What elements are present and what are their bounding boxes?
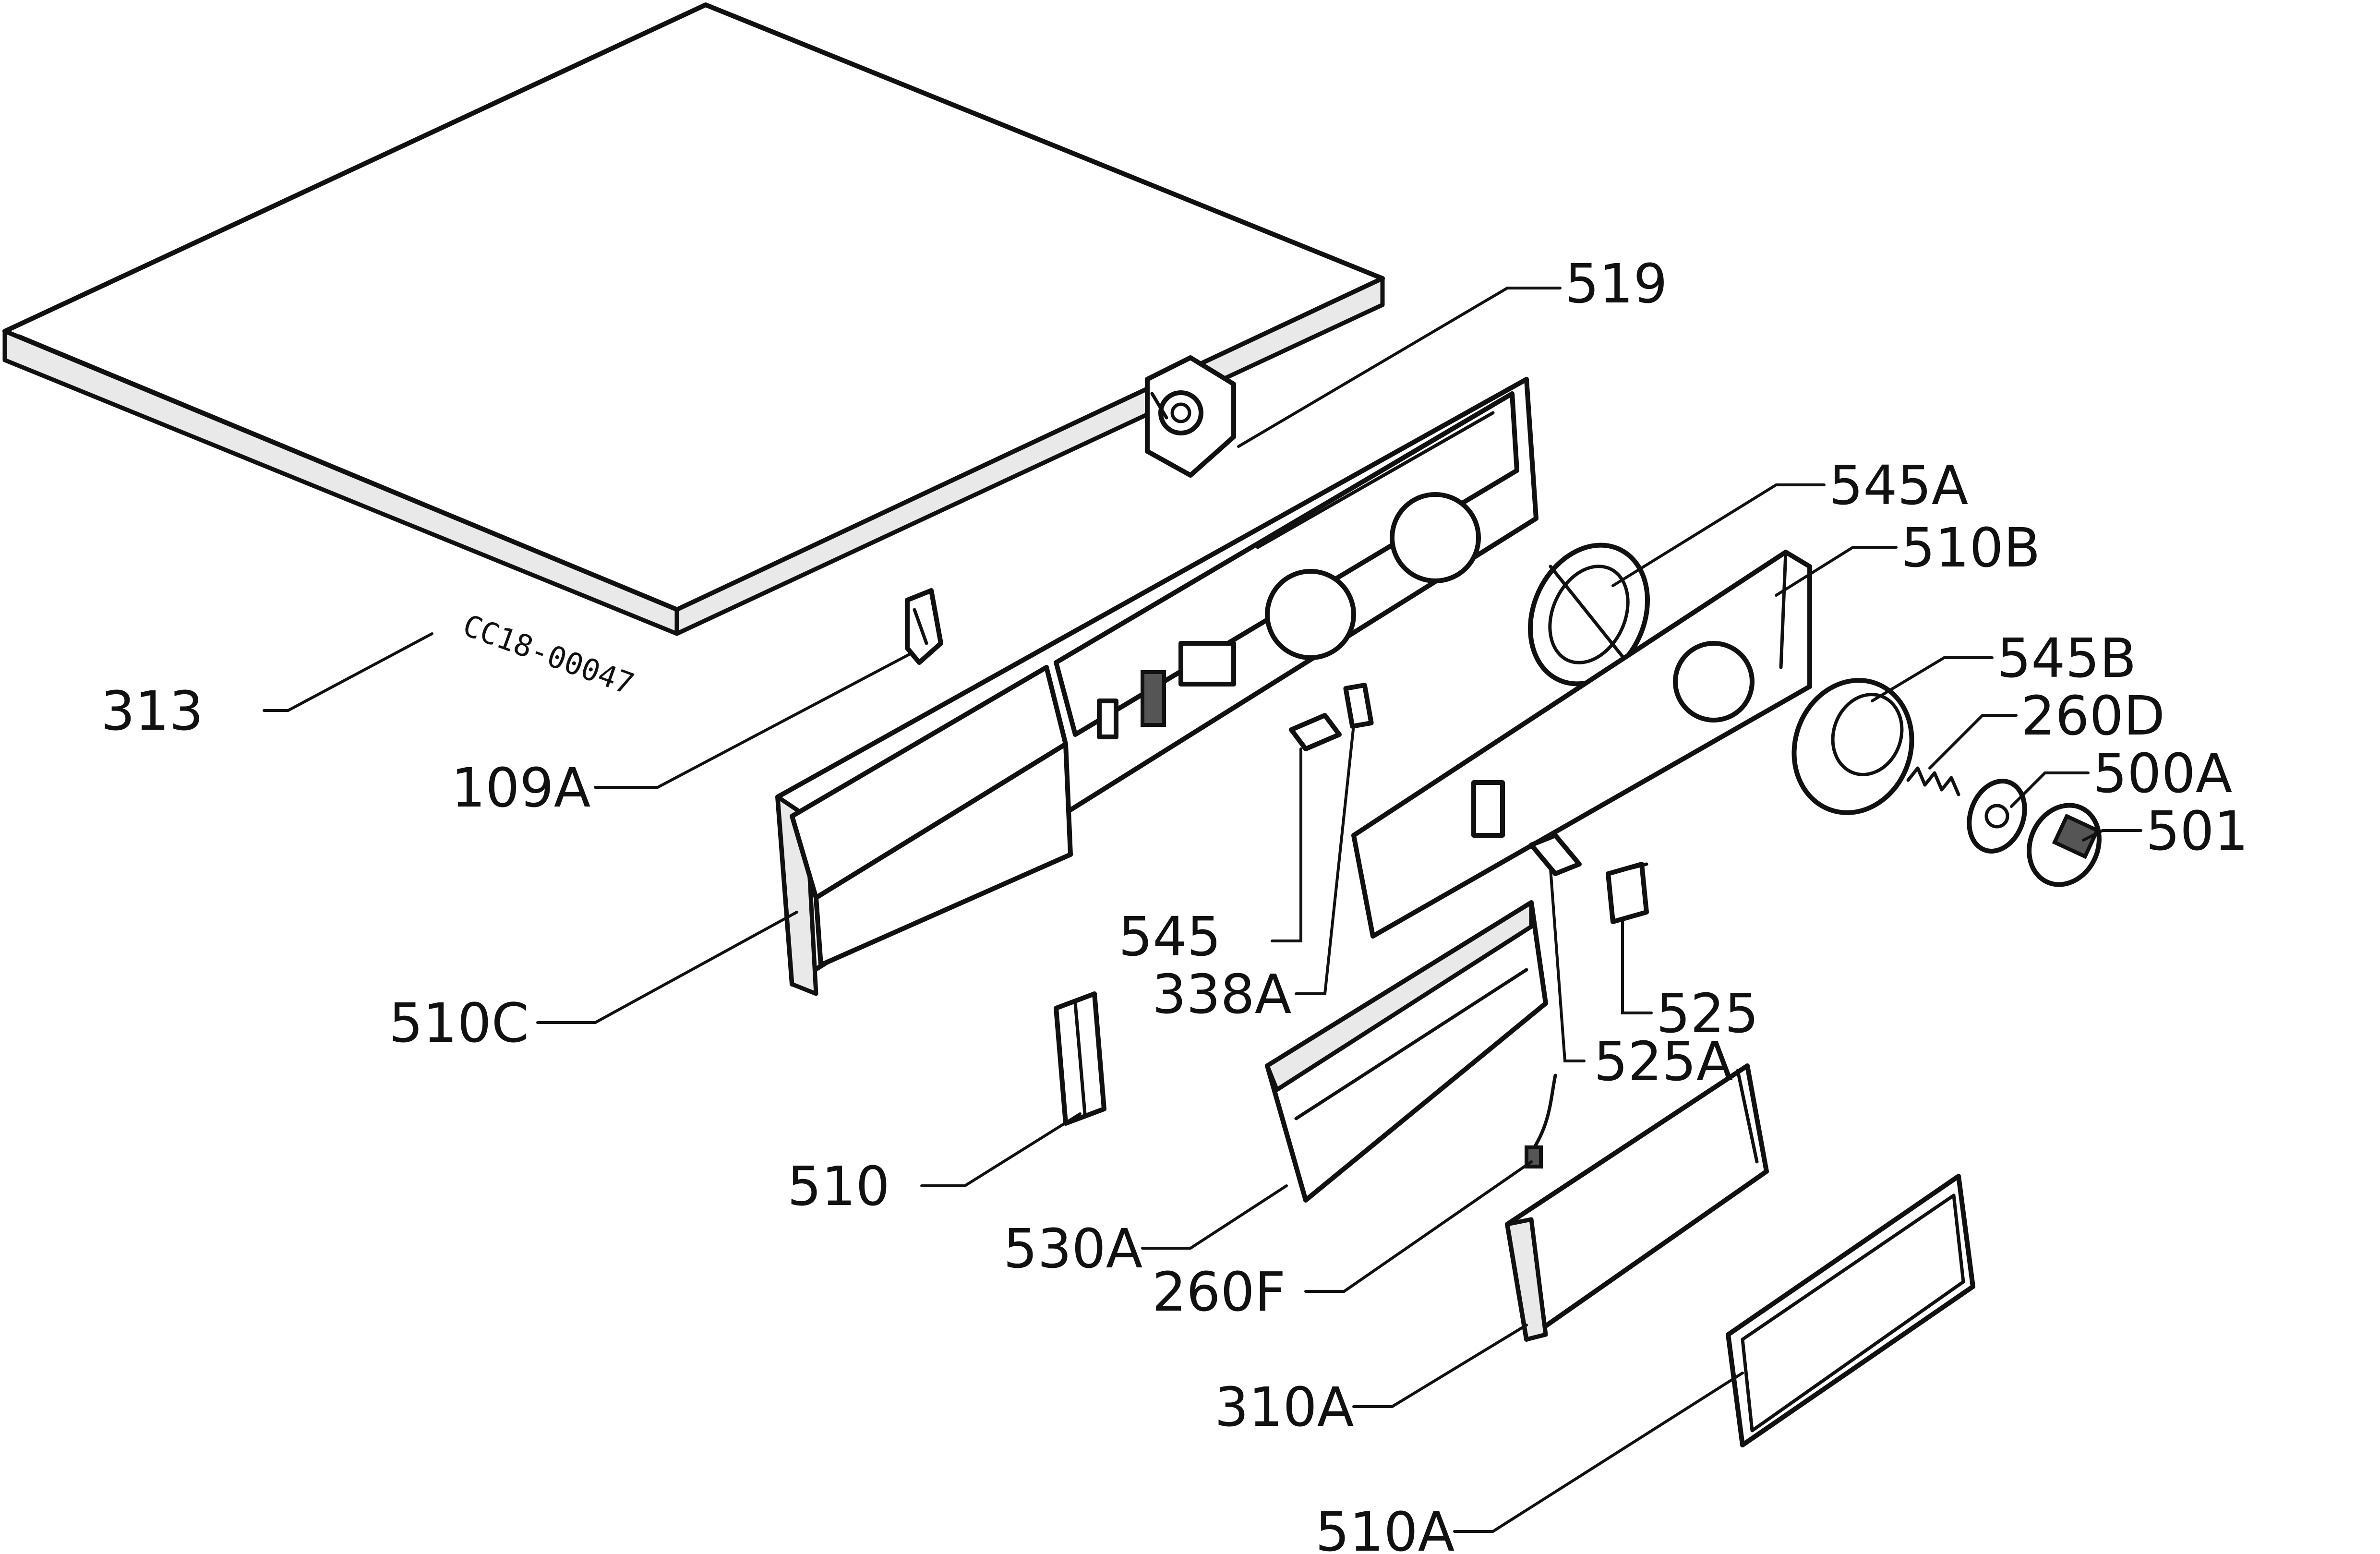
leader-510A — [1453, 1372, 1744, 1533]
callout-338A: 338A — [1152, 964, 1291, 1026]
leader-519 — [1237, 287, 1562, 448]
leader-338A — [1295, 723, 1355, 995]
callout-510B: 510B — [1901, 517, 2041, 579]
leader-lines — [263, 287, 2142, 1533]
leader-313 — [263, 632, 433, 712]
callout-510A: 510A — [1315, 1501, 1454, 1554]
callout-310A: 310A — [1214, 1376, 1354, 1439]
callout-313: 313 — [101, 680, 204, 743]
knob-cap-501 — [2027, 803, 2102, 887]
connector-338A — [1343, 683, 1374, 729]
knob-545B — [1791, 678, 1914, 815]
cover-plate-510A — [1726, 1174, 1975, 1447]
terminal-525A — [1529, 833, 1582, 876]
callout-545A: 545A — [1829, 455, 1968, 517]
leader-310A — [1352, 1324, 1528, 1408]
leader-501 — [2082, 829, 2142, 842]
callout-530A: 530A — [1003, 1218, 1142, 1280]
spring-clip-260F — [1525, 1073, 1557, 1169]
leader-510 — [920, 1112, 1082, 1187]
drawer-handle-530A — [1265, 900, 1548, 1203]
callout-519: 519 — [1565, 253, 1668, 315]
leader-530A — [1141, 1184, 1288, 1250]
drawer-front-310A — [1505, 1063, 1769, 1342]
control-panel-frame-510C — [775, 377, 1539, 996]
callout-525: 525 — [1656, 983, 1759, 1045]
callout-525A: 525A — [1594, 1031, 1733, 1093]
callout-510: 510 — [787, 1156, 890, 1218]
knob-ring-545A — [1528, 542, 1650, 687]
leader-500A — [2010, 771, 2090, 808]
leader-545B — [1871, 656, 1994, 702]
callout-260F: 260F — [1152, 1261, 1286, 1324]
callout-260D: 260D — [2021, 685, 2165, 747]
leader-260F — [1304, 1160, 1533, 1293]
callout-109A: 109A — [451, 757, 590, 819]
leader-525A — [1549, 867, 1586, 1062]
leader-545 — [1271, 747, 1302, 942]
callout-labels: 313 519 109A 545A 510B 545B 260D 500A 50… — [101, 253, 2248, 1554]
leader-510C — [536, 911, 798, 1024]
stamp-code: CC18-00047 — [458, 607, 639, 701]
callout-501: 501 — [2146, 800, 2248, 863]
leader-525 — [1621, 920, 1653, 1014]
rotary-switch-519 — [1145, 355, 1236, 478]
decor-panel-510B — [1351, 550, 1812, 939]
leader-510B — [1775, 546, 1898, 597]
callout-545: 545 — [1118, 906, 1221, 968]
clip-109A — [905, 588, 943, 665]
leader-260D — [1928, 714, 2018, 770]
leader-545A — [1611, 483, 1826, 587]
callout-545B: 545B — [1997, 627, 2137, 690]
callout-510C: 510C — [389, 992, 529, 1055]
washer-500A — [1967, 779, 2027, 854]
bracket-510 — [1054, 991, 1106, 1126]
leader-109A — [594, 651, 914, 789]
block-525 — [1606, 862, 1649, 924]
callout-500A: 500A — [2093, 743, 2232, 805]
spring-260D — [1906, 766, 1960, 796]
connector-545 — [1289, 713, 1342, 751]
